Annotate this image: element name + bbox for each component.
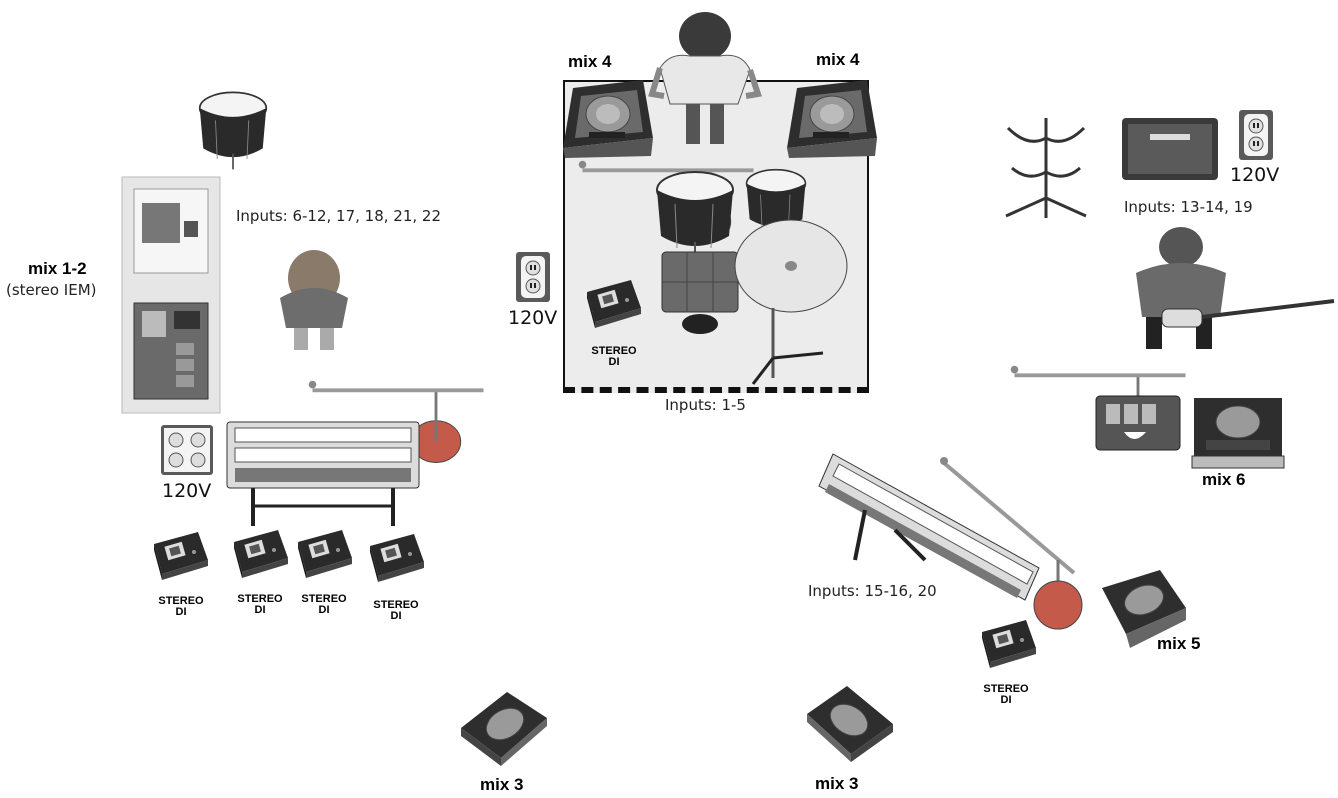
- cymbal-icon: [734, 219, 848, 385]
- mix12-sublabel: (stereo IEM): [6, 281, 97, 299]
- keyboard-icon: [818, 453, 1040, 601]
- tom-drum-icon: [198, 91, 268, 171]
- di-line1: STEREO: [158, 595, 204, 607]
- inputs-keys2: Inputs: 15-16, 20: [808, 582, 937, 600]
- di-line1: STEREO: [983, 683, 1029, 695]
- drummer-icon: [648, 12, 762, 144]
- monitor-wedge-icon: [787, 79, 877, 158]
- di-line2: DI: [608, 356, 620, 368]
- monitor-wedge-icon: [461, 692, 547, 766]
- di-line2: DI: [254, 604, 266, 616]
- volt-left: 120V: [162, 480, 212, 502]
- stereo-di-box-icon: [234, 530, 288, 578]
- inputs-drums: Inputs: 1-5: [665, 396, 746, 414]
- power-outlet-icon: [516, 252, 550, 302]
- mic-stand-icon: [940, 457, 1083, 630]
- stereo-di-box-icon: [370, 534, 424, 582]
- pedalboard-icon: [1095, 395, 1181, 451]
- tom-drum-icon: [656, 171, 734, 260]
- guitar-stand-icon: [1005, 118, 1087, 218]
- di-line1: STEREO: [237, 593, 283, 605]
- mix3-right-label: mix 3: [815, 774, 859, 793]
- di-line2: DI: [175, 606, 187, 618]
- stereo-di-box-icon: [587, 280, 641, 328]
- stereo-di-box-icon: [154, 532, 208, 580]
- monitor-wedge-icon: [807, 686, 893, 762]
- keyboard-icon: [226, 421, 420, 526]
- monitor-wedge-icon: [1102, 570, 1186, 648]
- musician-icon: [1136, 227, 1335, 349]
- stereo-di-box-icon: [298, 530, 352, 578]
- di-line1: STEREO: [591, 345, 637, 357]
- di-line1: STEREO: [301, 593, 347, 605]
- power-outlet-icon: [161, 425, 213, 475]
- mix3-left-label: mix 3: [480, 775, 524, 794]
- stereo-di-box-icon: [982, 620, 1036, 668]
- mix4-right-label: mix 4: [816, 50, 860, 69]
- musician-icon: [280, 250, 348, 350]
- di-line2: DI: [318, 604, 330, 616]
- mix5-label: mix 5: [1157, 634, 1201, 653]
- volt-right: 120V: [1230, 164, 1280, 186]
- volt-center: 120V: [508, 307, 558, 329]
- mix12-label: mix 1-2: [28, 259, 87, 278]
- inputs-keys: Inputs: 6-12, 17, 18, 21, 22: [236, 207, 442, 225]
- drum-pad-icon: [661, 251, 739, 334]
- laptop-rack-icon: [121, 176, 221, 414]
- mix4-left-label: mix 4: [568, 52, 612, 71]
- amplifier-icon: [1122, 118, 1218, 180]
- inputs-bass: Inputs: 13-14, 19: [1124, 198, 1253, 216]
- di-line1: STEREO: [373, 599, 419, 611]
- power-outlet-icon: [1239, 110, 1273, 160]
- di-line2: DI: [390, 610, 402, 622]
- mix6-label: mix 6: [1202, 470, 1246, 489]
- monitor-wedge-icon: [1191, 398, 1285, 469]
- di-line2: DI: [1000, 694, 1012, 706]
